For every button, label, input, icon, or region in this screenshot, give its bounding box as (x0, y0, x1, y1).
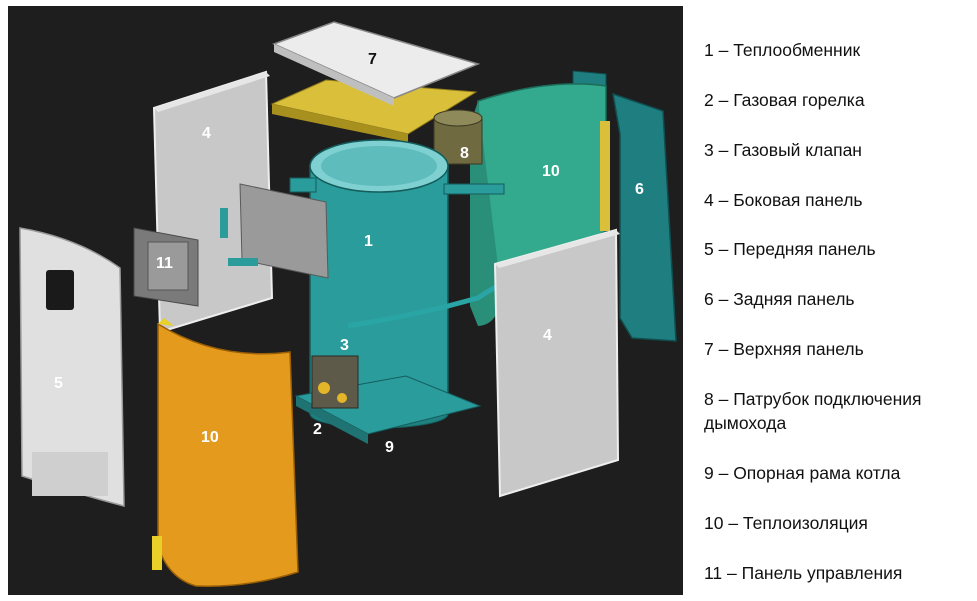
insulation-front (152, 318, 299, 587)
legend-item: 4 – Боковая панель (704, 190, 863, 210)
legend-item: 7 – Верхняя панель (704, 339, 864, 359)
label-control-panel: 11 (156, 255, 173, 272)
side-panel-right (493, 228, 620, 498)
label-support-frame: 9 (385, 439, 394, 456)
legend-item: 8 – Патрубок подключения дымохода (704, 389, 922, 433)
legend-item: 1 – Теплообменник (704, 40, 861, 60)
legend-item: 5 – Передняя панель (704, 239, 876, 259)
label-side-panel-left: 4 (202, 125, 211, 142)
control-panel (133, 183, 329, 307)
label-insulation-back: 10 (542, 163, 560, 180)
label-side-panel-right: 4 (543, 327, 552, 344)
legend-item: 11 – Панель управления (704, 563, 903, 583)
top-panel (270, 21, 481, 142)
legend-item: 3 – Газовый клапан (704, 140, 862, 160)
label-rear-panel: 6 (635, 181, 644, 198)
legend-item: 10 – Теплоизоляция (704, 513, 868, 533)
flue-connection (433, 109, 483, 165)
label-heat-exchanger: 1 (364, 233, 373, 250)
gas-burner-and-valve (311, 355, 359, 409)
label-flue-connection: 8 (460, 145, 469, 162)
label-front-panel: 5 (54, 375, 63, 392)
front-panel (19, 227, 125, 507)
boiler-drawing: 1 2 3 4 4 5 6 7 8 9 10 10 11 (19, 21, 677, 587)
label-top-panel: 7 (368, 51, 377, 68)
label-insulation-front: 10 (201, 429, 219, 446)
heat-exchanger (289, 139, 505, 429)
legend-item: 9 – Опорная рама котла (704, 463, 901, 483)
legend-item: 6 – Задняя панель (704, 289, 855, 309)
label-gas-burner: 2 (313, 421, 322, 438)
exploded-boiler-diagram: 1 2 3 4 4 5 6 7 8 9 10 10 11 (8, 6, 683, 595)
legend-item: 2 – Газовая горелка (704, 90, 865, 110)
label-gas-valve: 3 (340, 337, 349, 354)
